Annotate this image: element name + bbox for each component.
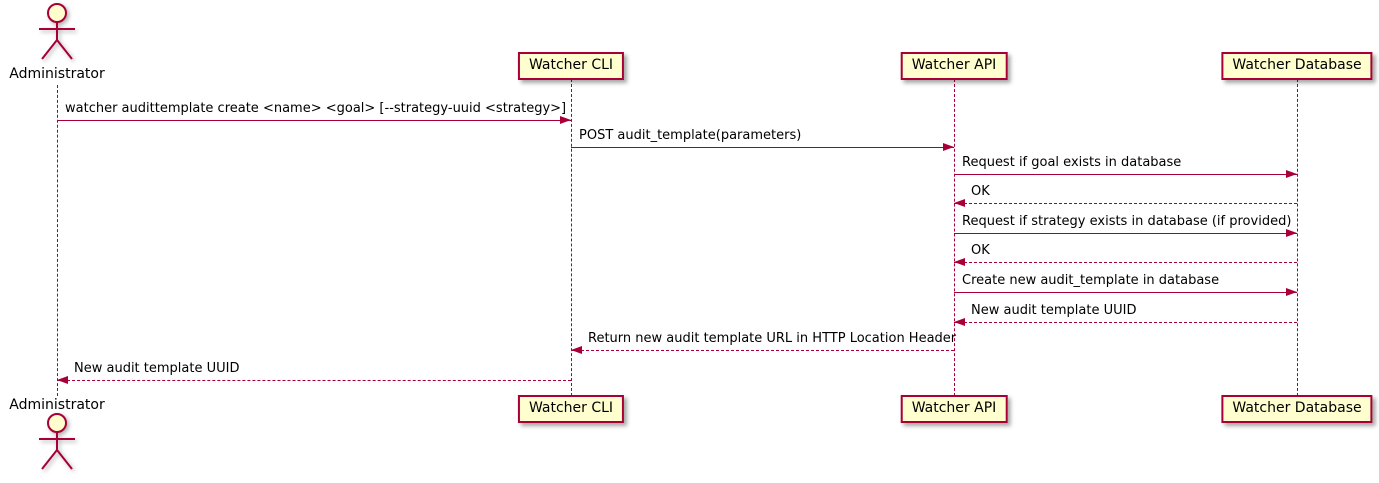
message-9-arrowhead [571, 346, 582, 354]
lifeline-watcher-cli [571, 79, 572, 396]
message-7-line [954, 292, 1297, 293]
message-9-line [571, 350, 954, 351]
message-10-line [57, 380, 571, 381]
message-2-line [571, 147, 954, 148]
administrator-label-bottom: Administrator [9, 397, 105, 413]
administrator-actor-icon-top [27, 2, 87, 64]
message-5-label: Request if strategy exists in database (… [962, 214, 1292, 229]
message-1-arrowhead [560, 116, 571, 124]
lifeline-watcher-database [1297, 79, 1298, 396]
message-4-line [954, 203, 1297, 204]
message-2-arrowhead [943, 143, 954, 151]
message-6-label: OK [971, 243, 990, 258]
message-8-arrowhead [954, 318, 965, 326]
message-3-line [954, 174, 1297, 175]
message-7-label: Create new audit_template in database [962, 273, 1220, 288]
message-6-arrowhead [954, 258, 965, 266]
message-2-label: POST audit_template(parameters) [579, 128, 802, 143]
administrator-actor-icon-bottom [27, 412, 87, 474]
message-3-arrowhead [1286, 170, 1297, 178]
administrator-label-top: Administrator [9, 66, 105, 82]
participant-box-watcher-cli-bottom: Watcher CLI [517, 395, 625, 423]
message-9-label: Return new audit template URL in HTTP Lo… [588, 331, 957, 346]
message-5-arrowhead [1286, 229, 1297, 237]
person-icon [39, 413, 75, 470]
message-10-label: New audit template UUID [74, 361, 240, 376]
participant-box-watcher-api-bottom: Watcher API [900, 395, 1008, 423]
participant-box-watcher-database-bottom: Watcher Database [1221, 395, 1373, 423]
message-1-line [57, 120, 571, 121]
lifeline-administrator [57, 85, 58, 396]
person-icon [39, 3, 75, 60]
message-7-arrowhead [1286, 288, 1297, 296]
participant-box-watcher-api-top: Watcher API [900, 52, 1008, 80]
message-4-label: OK [971, 184, 990, 199]
message-4-arrowhead [954, 199, 965, 207]
participant-box-watcher-database-top: Watcher Database [1221, 52, 1373, 80]
message-1-label: watcher audittemplate create <name> <goa… [65, 101, 567, 116]
message-6-line [954, 262, 1297, 263]
message-3-label: Request if goal exists in database [962, 155, 1182, 170]
message-8-line [954, 322, 1297, 323]
message-5-line [954, 233, 1297, 234]
lifeline-watcher-api [954, 79, 955, 396]
participant-box-watcher-cli-top: Watcher CLI [517, 52, 625, 80]
message-8-label: New audit template UUID [971, 303, 1137, 318]
message-10-arrowhead [57, 376, 68, 384]
